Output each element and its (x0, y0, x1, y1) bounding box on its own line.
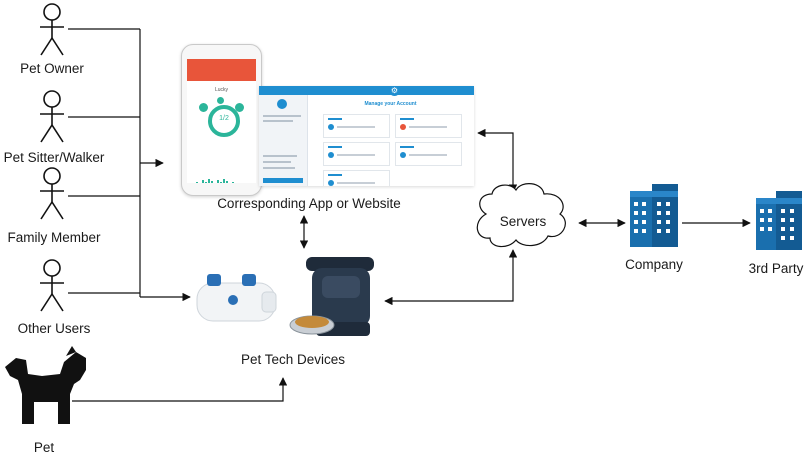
company-building-icon (630, 184, 678, 247)
pet-connector (72, 377, 288, 402)
other-users-icon (40, 259, 64, 312)
family-member-icon (40, 167, 64, 220)
paw-pad-icon (235, 103, 244, 112)
dog-icon (5, 346, 86, 424)
third-party-building-icon (756, 191, 802, 250)
sidebar-line (263, 115, 301, 117)
avatar (277, 99, 287, 109)
pet-sitter-icon (40, 90, 64, 143)
site-card (395, 142, 462, 166)
site-card (323, 142, 390, 166)
ring-value: 1/2 (219, 115, 229, 122)
website-screenshot: ⚙ Manage your Account (259, 86, 474, 186)
sidebar-line (263, 120, 293, 122)
site-heading: Manage your Account (364, 101, 417, 107)
site-sidebar (259, 95, 308, 186)
phone-screen: Lucky 1/2 (187, 59, 256, 183)
site-card (323, 170, 390, 186)
phone-app-screenshot: Lucky 1/2 (181, 44, 262, 196)
pet-sitter-label: Pet Sitter/Walker (3, 150, 105, 165)
gear-icon: ⚙ (389, 86, 400, 96)
third-party-label: 3rd Party (748, 261, 804, 276)
activity-ring: 1/2 (208, 105, 240, 137)
devices-label: Pet Tech Devices (240, 352, 346, 367)
pet-feeder-device (289, 257, 374, 336)
sidebar-line (263, 161, 291, 163)
paw-pad-icon (199, 103, 208, 112)
cloud-icon (476, 183, 566, 248)
devices-servers-connector (384, 249, 518, 306)
paw-pad-icon (217, 97, 224, 104)
sidebar-line (263, 155, 297, 157)
app-label: Corresponding App or Website (217, 196, 401, 211)
site-card (323, 114, 390, 138)
company-label: Company (625, 257, 683, 272)
other-users-label: Other Users (17, 321, 91, 336)
pet-owner-icon (40, 3, 64, 56)
users-connector (68, 28, 191, 302)
sidebar-button (263, 178, 303, 183)
family-member-label: Family Member (7, 230, 101, 245)
site-top-bar (259, 86, 474, 95)
pet-label: Pet (33, 440, 55, 455)
app-header-bar (187, 59, 256, 81)
pet-tracker-device (196, 274, 277, 322)
servers-label: Servers (499, 214, 547, 229)
pet-name: Lucky (214, 87, 229, 93)
app-servers-connector (477, 128, 518, 193)
pet-owner-label: Pet Owner (20, 61, 84, 76)
activity-sparkline (193, 169, 250, 183)
site-card (395, 114, 462, 138)
sidebar-line (263, 167, 295, 169)
